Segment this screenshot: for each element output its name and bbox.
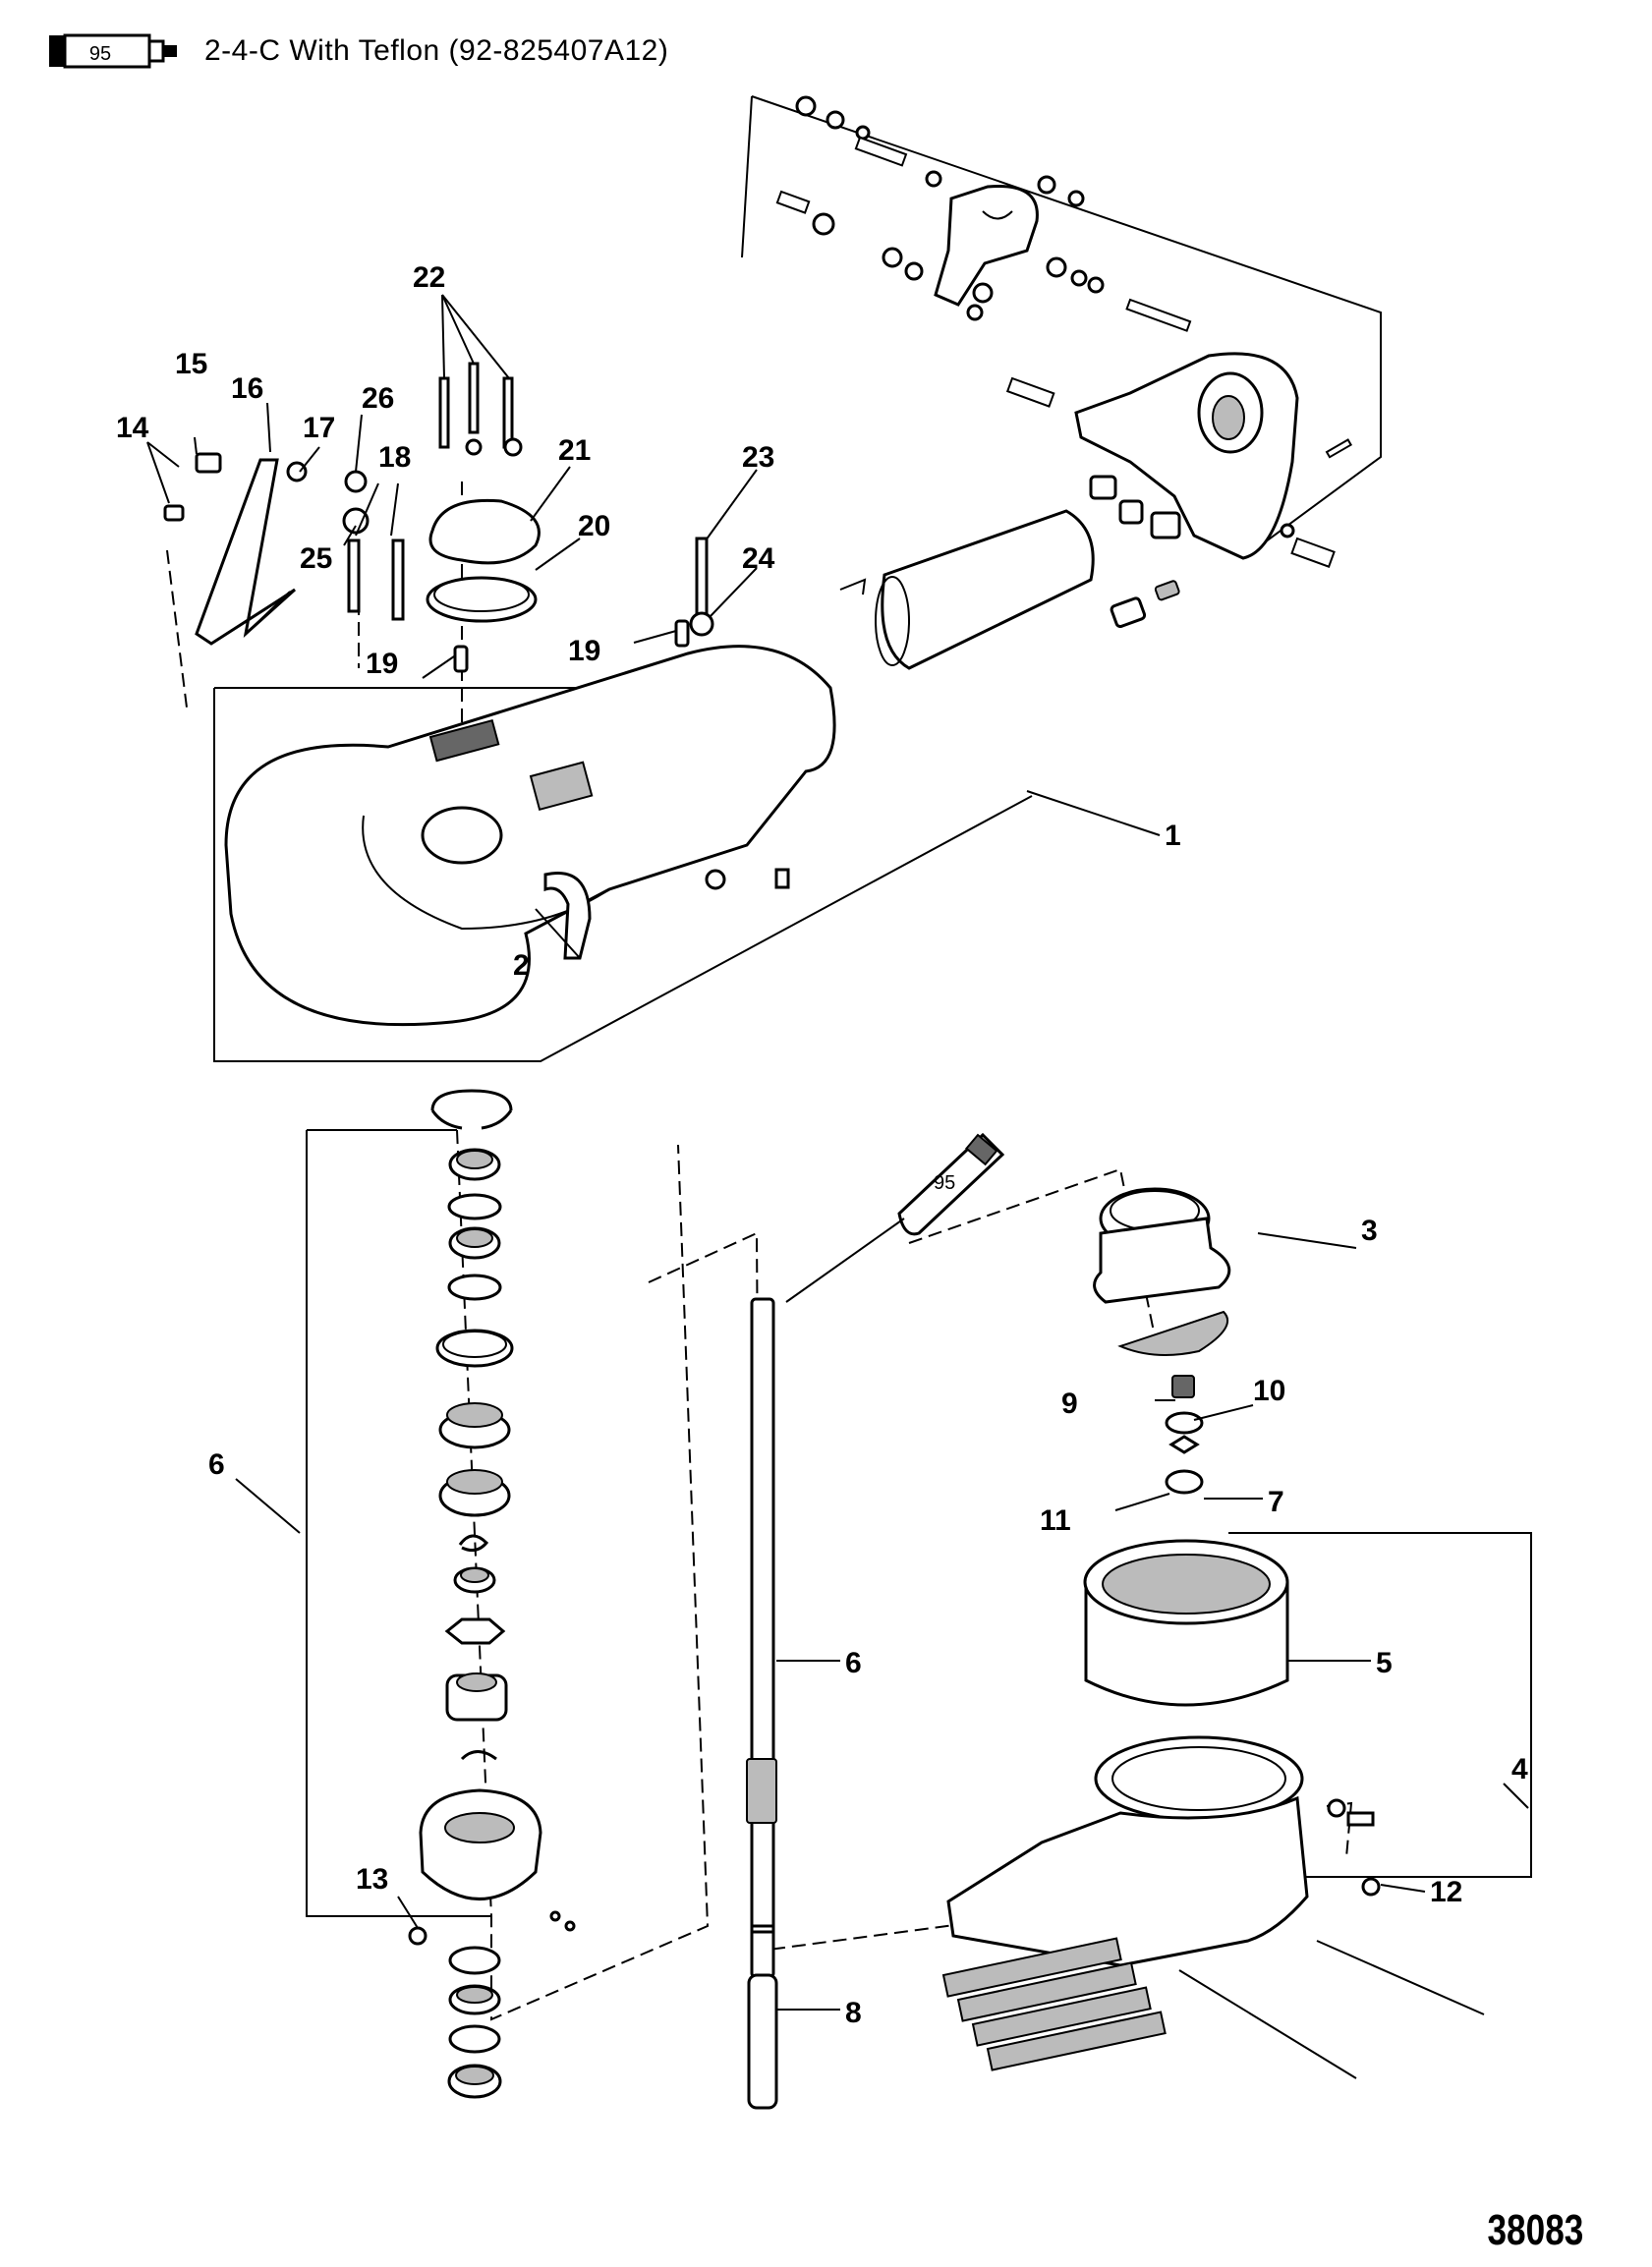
- callout-21: 21: [558, 434, 591, 467]
- leader-lines: [146, 294, 1529, 2011]
- callout-12: 12: [1430, 1876, 1462, 1908]
- callout-19-left: 19: [366, 648, 398, 680]
- sealant-tube-illustration: 95: [897, 1132, 1005, 1236]
- callout-18: 18: [378, 441, 411, 474]
- callout-20: 20: [578, 510, 610, 542]
- callout-15: 15: [175, 348, 207, 380]
- figure-number: 38083: [1487, 2206, 1583, 2254]
- callout-9: 9: [1061, 1388, 1078, 1420]
- callout-6-shaft: 6: [845, 1647, 862, 1679]
- callout-11: 11: [1040, 1504, 1071, 1537]
- tube-label: 95: [89, 43, 111, 65]
- sealant-tube-icon: 95: [49, 33, 177, 69]
- callout-25: 25: [300, 542, 332, 575]
- callout-22: 22: [413, 261, 445, 294]
- pump-housing-assembly: [163, 362, 1095, 1027]
- callout-5: 5: [1376, 1647, 1393, 1679]
- bearing-seal-stack: [408, 1089, 576, 2099]
- callout-2: 2: [513, 949, 530, 982]
- callout-8: 8: [845, 1997, 862, 2029]
- callout-1: 1: [1165, 820, 1181, 852]
- callout-6-left: 6: [208, 1448, 225, 1481]
- callout-16: 16: [231, 372, 263, 405]
- callout-23: 23: [742, 441, 774, 474]
- callout-13: 13: [356, 1863, 388, 1896]
- callout-3: 3: [1361, 1215, 1378, 1247]
- sealant-legend: 95 2-4-C With Teflon (92-825407A12): [47, 29, 668, 73]
- drive-shaft: [746, 1297, 778, 2110]
- callout-10: 10: [1253, 1375, 1285, 1407]
- callout-19-right: 19: [568, 635, 600, 667]
- callout-4: 4: [1511, 1753, 1528, 1785]
- callout-17: 17: [303, 412, 335, 444]
- callout-24: 24: [742, 542, 775, 575]
- callout-numbers: 1 2 3 4 5 6 6 7 8 9 10 11 12 13 14 15 16…: [116, 261, 1528, 2029]
- impeller-nozzle-assembly: [941, 1187, 1485, 2079]
- callout-7: 7: [1268, 1486, 1284, 1518]
- tube-callout-label: 95: [934, 1172, 955, 1194]
- legend-text: 2-4-C With Teflon (92-825407A12): [204, 34, 669, 67]
- group-boundaries: [213, 95, 1532, 1917]
- callout-14: 14: [116, 412, 149, 444]
- steering-bracket-assembly: [775, 95, 1353, 629]
- callout-26: 26: [362, 382, 394, 415]
